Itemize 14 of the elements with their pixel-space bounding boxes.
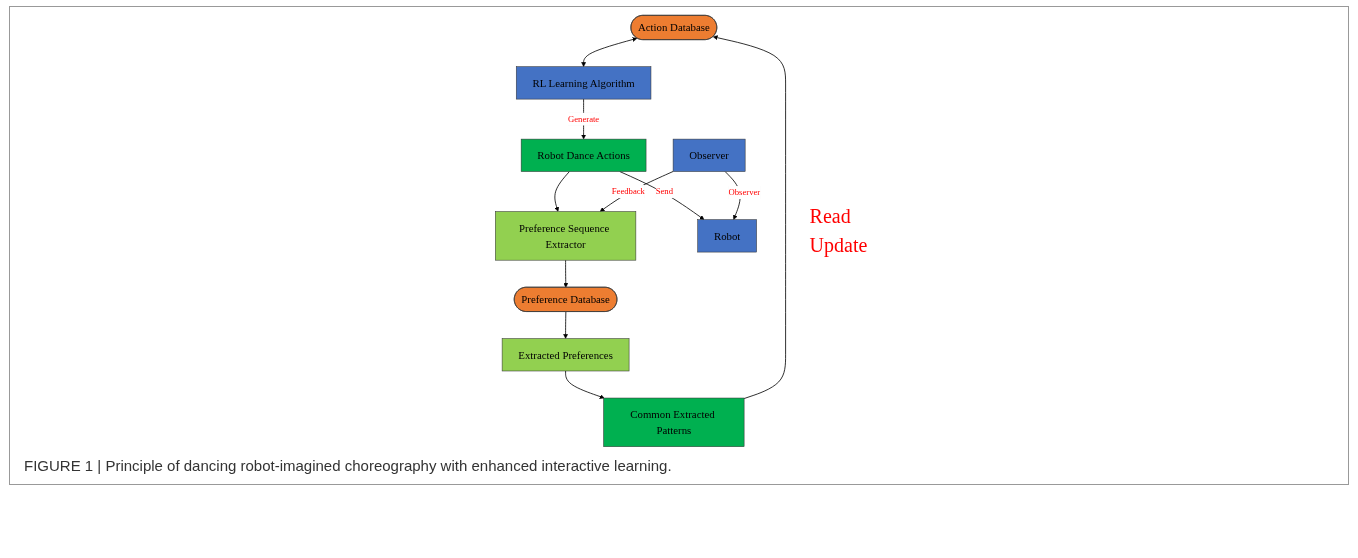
- node-box: Robot: [697, 219, 757, 253]
- node-box: Observer: [672, 138, 746, 172]
- figure-caption: FIGURE 1 | Principle of dancing robot-imagined choreography with enhanced interactive learning.: [24, 457, 673, 474]
- node-box: Common Extracted Patterns: [602, 397, 745, 447]
- edge-label: Observer: [728, 187, 760, 197]
- annotation-text: Read: [809, 205, 852, 228]
- edge-label: Generate: [567, 114, 599, 124]
- node-box: Extracted Preferences: [501, 338, 629, 372]
- edge-label: Feedback: [611, 186, 645, 196]
- edge-label: Send: [655, 186, 673, 196]
- annotation-text: Update: [809, 234, 868, 257]
- node-box: Preference Sequence Extractor: [494, 211, 636, 261]
- node-box: RL Learning Algorithm: [515, 66, 651, 100]
- node-box: Robot Dance Actions: [520, 138, 646, 172]
